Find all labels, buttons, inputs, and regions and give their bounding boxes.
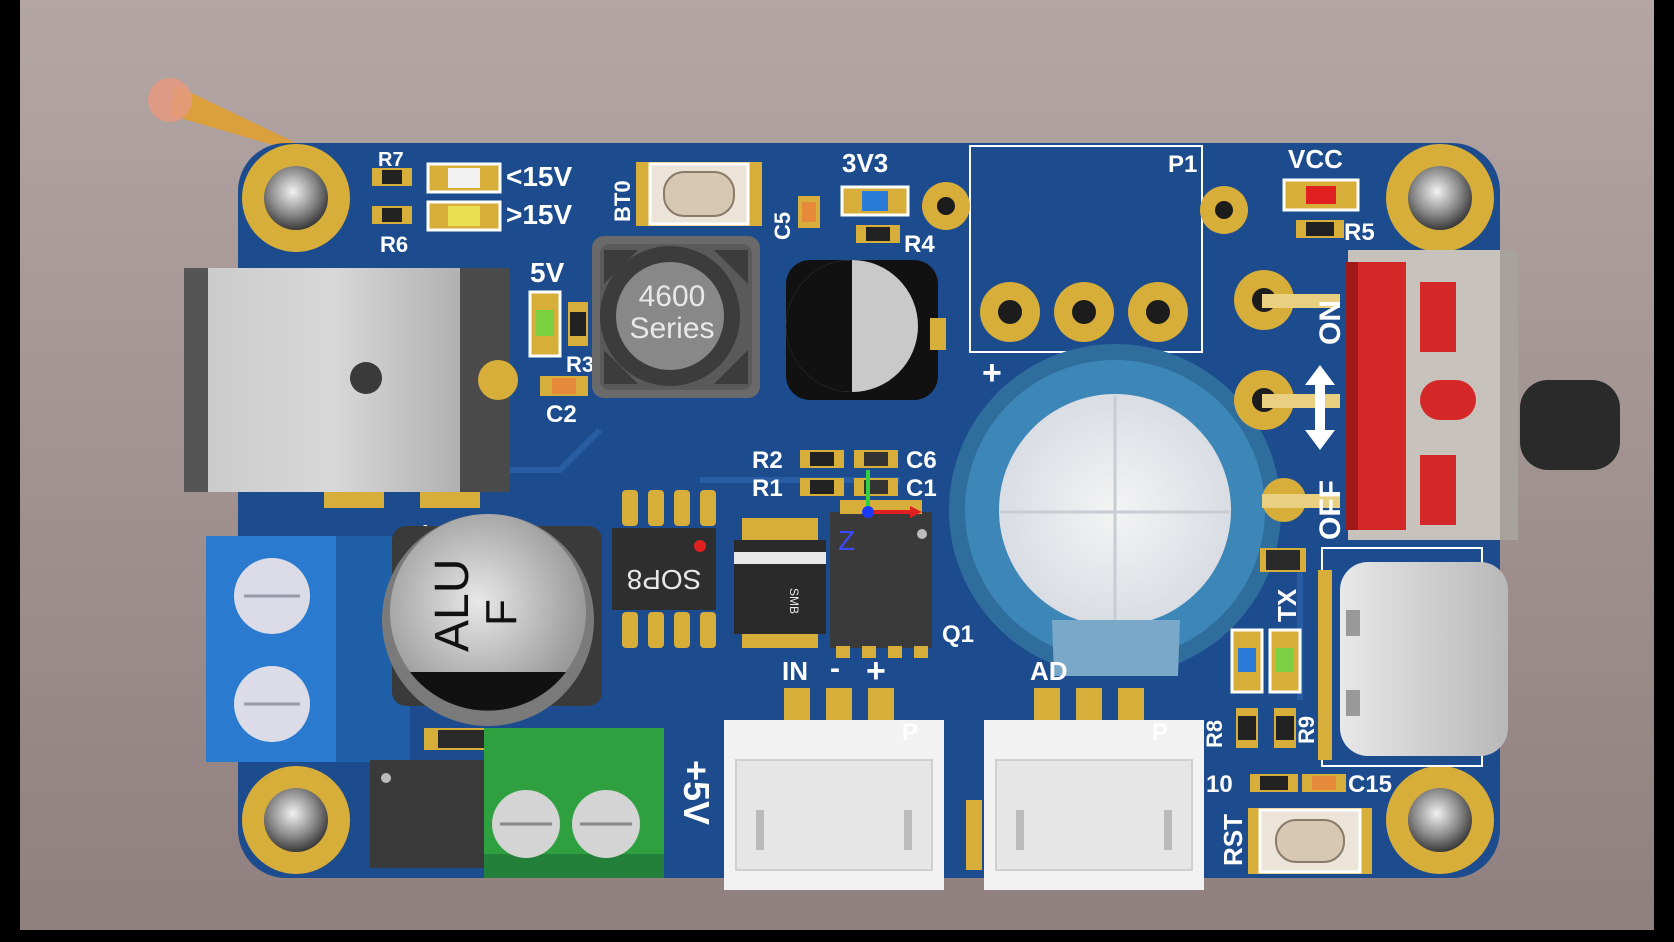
inductor-label-line1: 4600 [639, 280, 706, 313]
inductor-4600-series[interactable] [592, 236, 760, 398]
label-c1: C1 [906, 475, 937, 502]
capacitor-c15[interactable] [1302, 774, 1346, 792]
label-gt15v: >15V [506, 199, 572, 230]
connector-in[interactable] [724, 688, 944, 890]
label-rst: RST [1218, 814, 1248, 866]
label-p-left: P [902, 719, 918, 746]
resistor-r6[interactable] [372, 206, 412, 224]
label-r4: R4 [904, 231, 935, 258]
label-lt15v: <15V [506, 161, 572, 192]
capacitor-alu-rating: F [477, 599, 526, 626]
inductor-label-line2: Series [629, 312, 714, 345]
led-3v3[interactable] [840, 185, 910, 217]
label-off: OFF [1314, 480, 1347, 540]
label-5v: 5V [530, 257, 565, 288]
capacitor-electrolytic-top[interactable] [786, 260, 946, 400]
resistor-r3[interactable] [568, 302, 588, 346]
capacitor-c1[interactable] [854, 478, 898, 496]
label-r2: R2 [752, 447, 783, 474]
label-c2: C2 [546, 401, 577, 428]
resistor-r9[interactable] [1274, 708, 1296, 748]
label-in-minus: - [830, 652, 840, 685]
led-5v[interactable] [528, 290, 562, 358]
label-3v3: 3V3 [842, 148, 888, 178]
mounting-hole-top-right [1386, 144, 1494, 252]
label-r3: R3 [566, 352, 594, 377]
capacitor-alu-label: ALU [426, 559, 479, 652]
resistor-r8[interactable] [1236, 708, 1258, 748]
label-ad: AD [1030, 656, 1068, 686]
connector-ad[interactable] [984, 688, 1204, 890]
pad-ad-left [966, 800, 982, 870]
label-r5: R5 [1344, 219, 1375, 246]
ic-usb-esd[interactable] [1260, 548, 1306, 572]
header-p1[interactable] [922, 145, 1248, 353]
label-p-right: P [1152, 719, 1168, 746]
capacitor-c6[interactable] [854, 450, 898, 468]
led-tx[interactable] [1268, 628, 1302, 694]
button-bt0[interactable] [636, 162, 762, 226]
capacitor-c5[interactable] [798, 196, 820, 228]
label-tx: TX [1272, 588, 1302, 622]
axis-z-label: Z [838, 525, 855, 556]
button-rst[interactable] [1248, 808, 1372, 874]
label-p1-plus: + [982, 354, 1002, 392]
label-r10: 10 [1206, 771, 1233, 798]
label-r1: R1 [752, 475, 783, 502]
resistor-r5[interactable] [1296, 220, 1344, 238]
mounting-hole-bottom-left [242, 766, 350, 874]
label-p1: P1 [1168, 151, 1197, 178]
label-r7: R7 [378, 149, 404, 171]
label-r6: R6 [380, 232, 408, 257]
transistor-q1[interactable] [830, 500, 932, 658]
ic-bottom-left[interactable] [370, 760, 502, 868]
led-vcc[interactable] [1282, 178, 1360, 212]
dc-power-jack[interactable] [184, 268, 518, 508]
label-c5: C5 [770, 212, 795, 240]
probe-cursor-icon[interactable] [148, 78, 300, 150]
slide-switch-on-off[interactable] [1234, 250, 1620, 540]
resistor-r10[interactable] [1250, 774, 1298, 792]
capacitor-c2[interactable] [540, 376, 588, 396]
label-bt0: BT0 [610, 180, 635, 222]
resistor-r7[interactable] [372, 168, 412, 186]
resistor-r2[interactable] [800, 450, 844, 468]
mounting-hole-bottom-right [1386, 766, 1494, 874]
capacitor-alu[interactable] [382, 514, 602, 726]
axis-gizmo-icon[interactable] [862, 470, 922, 518]
resistor-r1[interactable] [800, 478, 844, 496]
label-vcc: VCC [1288, 144, 1343, 174]
led-lt15v[interactable] [426, 162, 502, 194]
led-gt15v[interactable] [426, 200, 502, 232]
label-c15: C15 [1348, 771, 1392, 798]
diode-smb[interactable] [734, 518, 826, 648]
switch-direction-arrows-icon [1305, 365, 1335, 450]
label-in-plus: + [866, 652, 886, 690]
screw-terminal-blue[interactable] [206, 536, 410, 762]
led-rx[interactable] [1230, 628, 1264, 694]
label-plus5v: +5V [676, 760, 717, 825]
capacitor-large-blue[interactable] [949, 344, 1281, 676]
label-r8: R8 [1202, 720, 1227, 748]
label-r9: R9 [1294, 716, 1319, 744]
mounting-hole-top-left [242, 144, 350, 252]
ic-sop8-label: SOP8 [627, 564, 702, 595]
label-on: ON [1314, 300, 1347, 345]
label-in: IN [782, 656, 808, 686]
diode-smb-label: SMB [787, 588, 801, 614]
ic-sop8[interactable] [612, 490, 716, 648]
usb-c-connector[interactable] [1318, 547, 1508, 767]
label-c6: C6 [906, 447, 937, 474]
label-q1: Q1 [942, 621, 974, 648]
screw-terminal-green[interactable] [484, 728, 664, 878]
viewport-letterbox-bottom [0, 930, 1674, 942]
resistor-r4[interactable] [856, 225, 900, 243]
